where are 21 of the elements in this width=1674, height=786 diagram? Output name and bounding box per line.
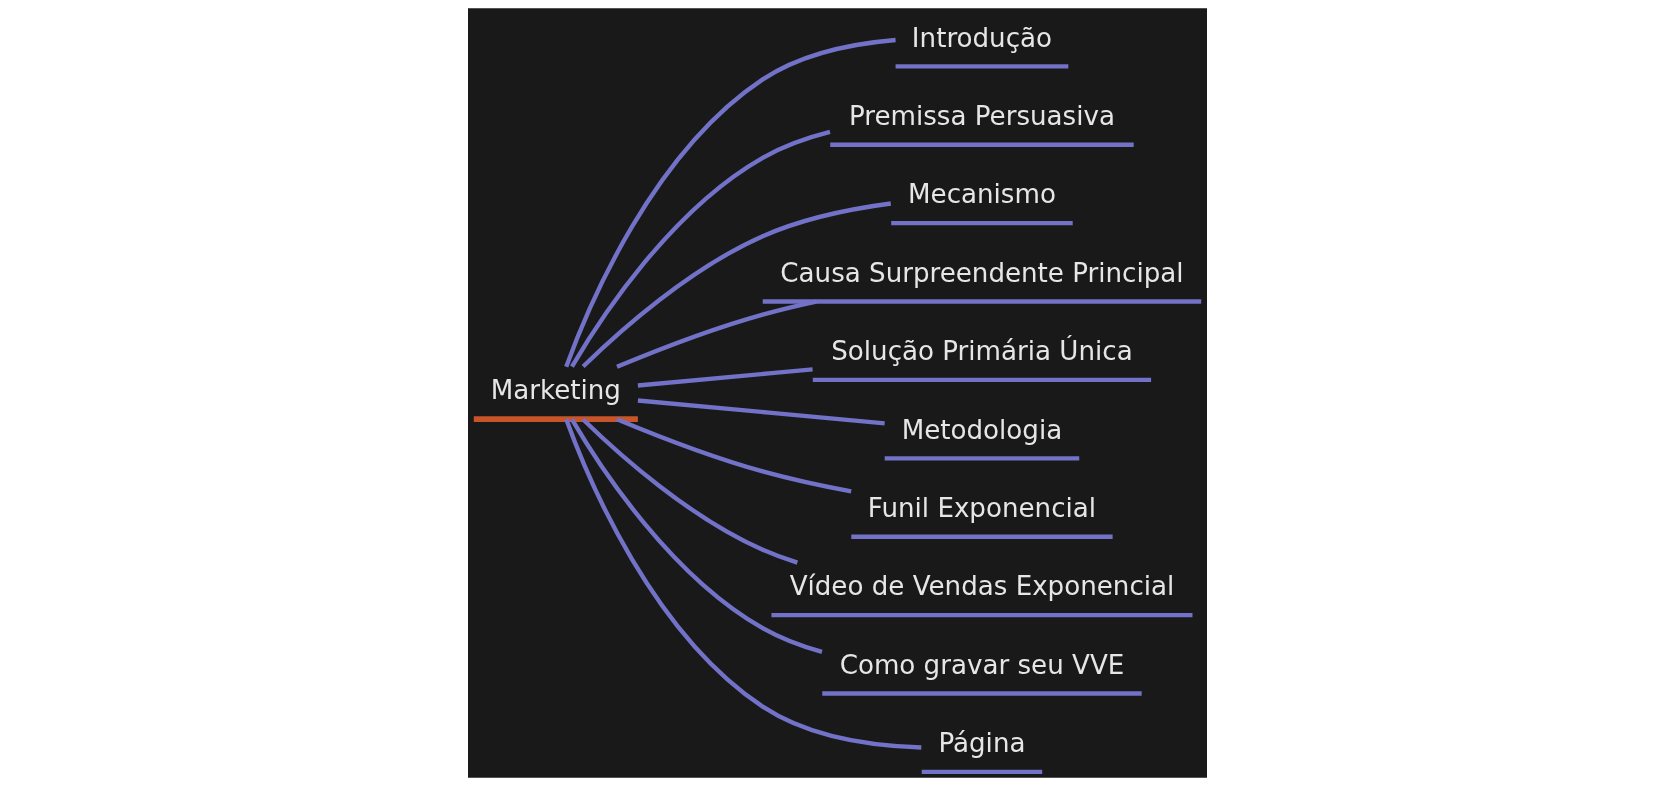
connector xyxy=(637,398,885,426)
node-text: Como gravar seu VVE xyxy=(839,649,1124,680)
connector xyxy=(581,417,798,565)
node-text: Mecanismo xyxy=(907,179,1056,210)
node-text: Página xyxy=(937,728,1025,759)
node-text: Metodologia xyxy=(901,414,1062,445)
node-text: Funil Exponencial xyxy=(867,492,1096,523)
node-text: Solução Primária Única xyxy=(830,336,1133,367)
connector xyxy=(637,367,813,388)
connector xyxy=(563,37,896,368)
connector xyxy=(569,129,831,368)
node-text: Premissa Persuasiva xyxy=(848,100,1115,131)
node-text: Vídeo de Vendas Exponencial xyxy=(789,571,1174,602)
connector xyxy=(615,299,817,369)
connector xyxy=(581,201,891,369)
node-text: Introdução xyxy=(911,22,1052,53)
connector xyxy=(563,418,921,750)
node-text: Causa Surpreendente Principal xyxy=(779,257,1184,288)
node-text: Marketing xyxy=(490,375,621,406)
connector xyxy=(569,418,823,655)
connector xyxy=(615,417,852,494)
